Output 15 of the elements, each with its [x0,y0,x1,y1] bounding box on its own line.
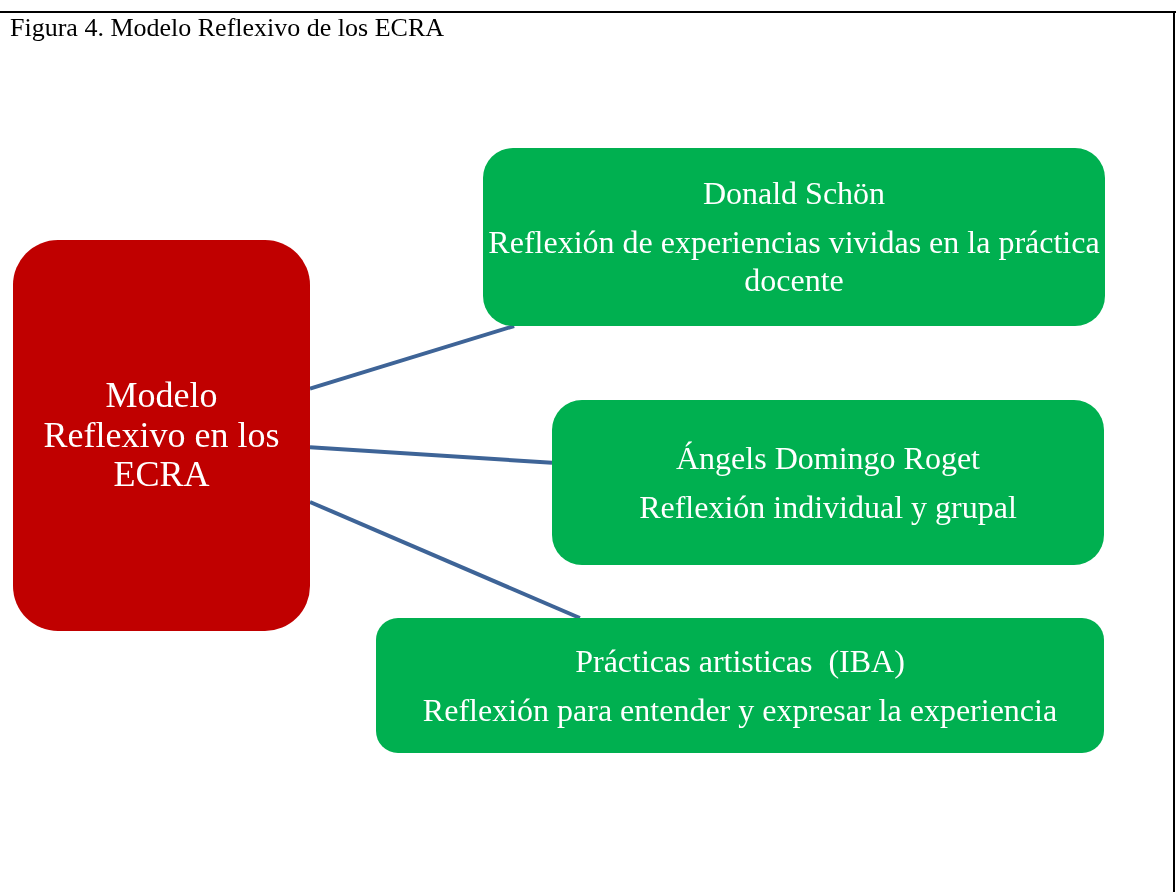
connector-line [309,500,581,620]
rounded-box [552,400,1104,565]
heading-text: Prácticas artisticas (IBA) [575,642,905,681]
rounded-box [13,240,310,631]
body-text: Reflexión de experiencias vividas en la práctica docente [487,222,1101,300]
heading-text: Ángels Domingo Roget [676,439,980,478]
figure-title: Figura 4. Modelo Reflexivo de los ECRA [10,13,444,43]
body-text: Reflexión individual y grupal [639,487,1017,526]
rounded-box [376,618,1104,753]
body-text: Reflexión para entender y expresar la experiencia [422,690,1058,729]
connector-line [309,445,553,465]
box-label: Modelo Reflexivo en los ECRA [42,376,281,495]
connector-line [309,324,515,391]
heading-text: Donald Schön [702,174,886,213]
rounded-box [483,148,1105,326]
